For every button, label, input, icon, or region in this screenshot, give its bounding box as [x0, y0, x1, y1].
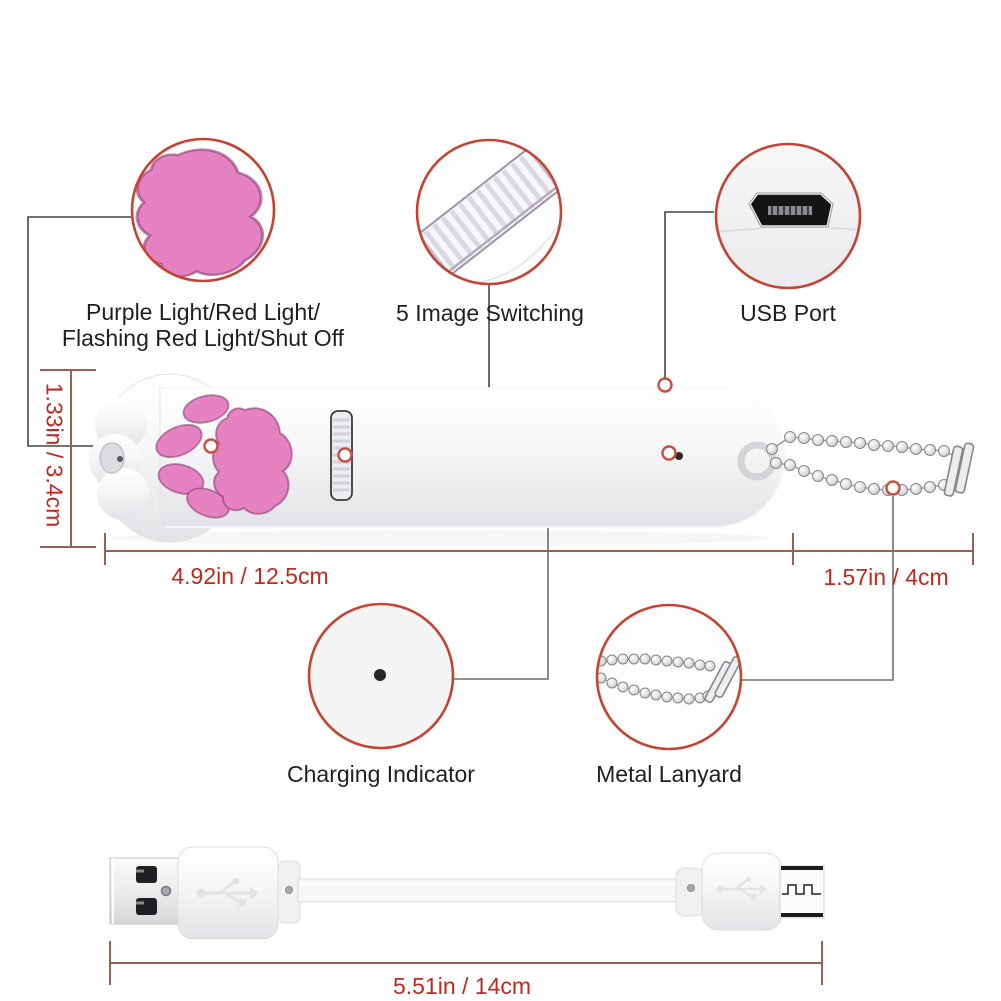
chain-clasp [943, 442, 975, 497]
charging-led [675, 452, 683, 460]
micro-usb-port [746, 191, 835, 229]
label-power-modes: Purple Light/Red Light/ Flashing Red Lig… [61, 299, 345, 351]
label-charging-indicator: Charging Indicator [287, 761, 475, 787]
lanyard-zoom [597, 653, 741, 705]
toe-pad-4 [186, 487, 230, 519]
charging-led-zoom [374, 669, 386, 681]
callout-markers [203, 377, 901, 496]
dim-label-head-height: 1.33in / 3.4cm [41, 382, 68, 528]
toe-pad-1 [182, 394, 230, 424]
paw-pads [155, 394, 293, 519]
dim-cable-length [109, 941, 823, 985]
toe-pad-2 [155, 424, 203, 458]
usb-cable [109, 846, 825, 940]
toe-pad-3 [157, 463, 205, 495]
callout-circle-power [130, 137, 276, 283]
dimension-lines [40, 369, 974, 985]
leader-usb-port [664, 211, 714, 378]
device-shadow [110, 530, 770, 546]
dim-label-lanyard-length: 1.57in / 4cm [823, 564, 949, 590]
laser-aperture [99, 442, 125, 474]
dim-body-and-lanyard [104, 533, 974, 565]
label-usb-port: USB Port [740, 300, 836, 326]
callout-circle-lanyard [595, 603, 743, 751]
laser-toy-device [89, 373, 786, 546]
usb-a-overmold [177, 846, 301, 940]
callout-circle-usb [714, 142, 862, 290]
micro-usb-connector [675, 852, 825, 931]
leader-metal-lanyard [742, 496, 894, 681]
bead-chain-lanyard [766, 431, 975, 497]
dim-label-cable-length: 5.51in / 14cm [392, 973, 532, 999]
dim-head-height [40, 369, 96, 548]
callout-circle-wheel [415, 138, 563, 286]
dim-label-body-length: 4.92in / 12.5cm [171, 563, 329, 589]
callout-circle-charging [307, 602, 455, 750]
flat-cable [297, 878, 681, 903]
label-image-switching: 5 Image Switching [396, 300, 584, 326]
marker-usb-port [657, 377, 673, 393]
marker-scroll-wheel [337, 447, 353, 463]
marker-charging-indicator [661, 445, 677, 461]
usb-a-connector [109, 857, 181, 925]
label-metal-lanyard: Metal Lanyard [596, 761, 742, 787]
marker-power-button [203, 438, 219, 454]
marker-metal-lanyard [885, 480, 901, 496]
